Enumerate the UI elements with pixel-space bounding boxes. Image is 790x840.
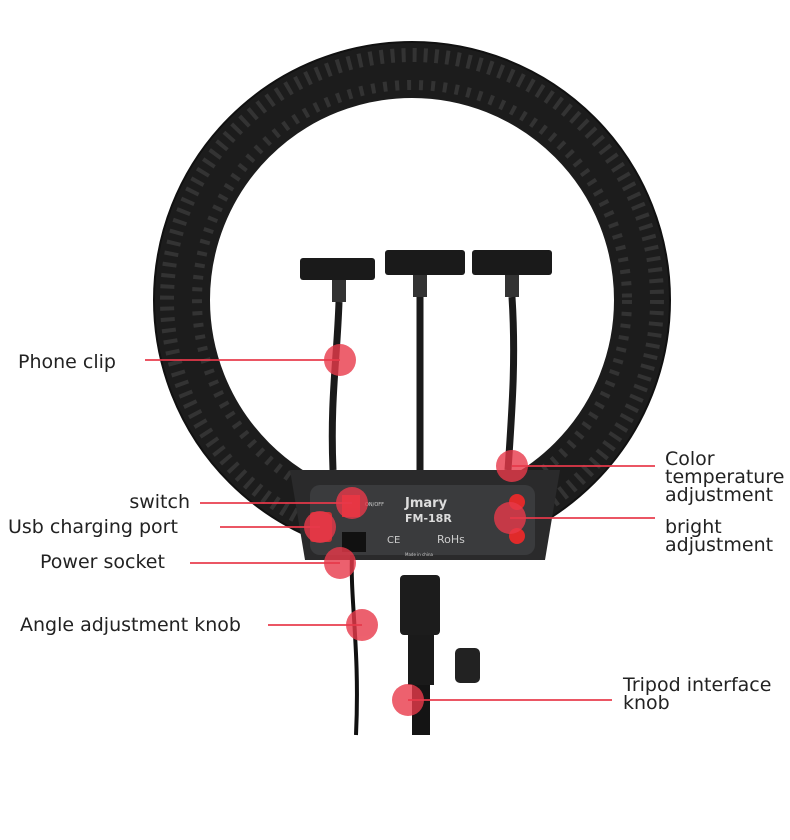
label-line: Color [665,448,715,470]
label-switch: switch [129,491,190,513]
label-phone-clip: Phone clip [18,351,116,373]
ring-light [154,42,670,558]
mount-bracket [400,575,440,635]
ce-mark: CE [387,535,400,546]
label-angle: Angle adjustment knob [20,614,241,636]
label-line: Tripod interface [623,674,772,696]
power-cable [349,554,359,736]
label-line: adjustment [665,484,774,506]
phone-clips [300,250,552,471]
label-bright: bright adjustment [665,516,774,556]
origin-text: Made in china [405,552,433,557]
label-line: temperature [665,466,785,488]
label-tripod: Tripod interface knob [623,674,772,714]
label-usb: Usb charging port [8,516,178,538]
label-line: bright [665,516,722,538]
model-text: FM-18R [405,512,452,525]
rohs-mark: RoHs [437,533,465,546]
brand-text: Jmary [404,496,448,511]
label-line: adjustment [665,534,774,556]
callout-dots [304,344,528,716]
switch-text: ON/OFF [365,502,384,508]
label-power: Power socket [40,551,165,573]
label-color-temp: Color temperature adjustment [665,448,785,506]
label-line: knob [623,692,670,714]
